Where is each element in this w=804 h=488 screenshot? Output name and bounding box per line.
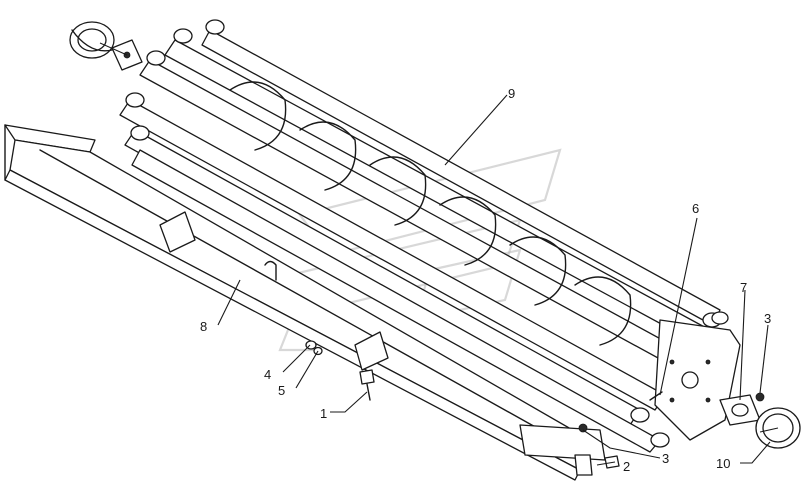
bearing-cap-top-left — [69, 21, 143, 71]
frame-beam — [4, 124, 606, 481]
callout-4: 4 — [264, 367, 271, 382]
hardware-parts — [305, 340, 801, 469]
callout-3-right: 3 — [764, 311, 771, 326]
callout-1: 1 — [320, 406, 327, 421]
callout-2: 2 — [623, 459, 630, 474]
callout-10: 10 — [716, 456, 730, 471]
callout-labels: 9 8 4 5 1 3 2 6 7 3 10 — [200, 86, 771, 474]
callout-7: 7 — [740, 280, 747, 295]
callout-9: 9 — [508, 86, 515, 101]
leader-lines — [217, 94, 771, 466]
callout-8: 8 — [200, 319, 207, 334]
callout-3-bottom: 3 — [662, 451, 669, 466]
roller-cage — [119, 19, 741, 453]
callout-5: 5 — [278, 383, 285, 398]
callout-6: 6 — [692, 201, 699, 216]
